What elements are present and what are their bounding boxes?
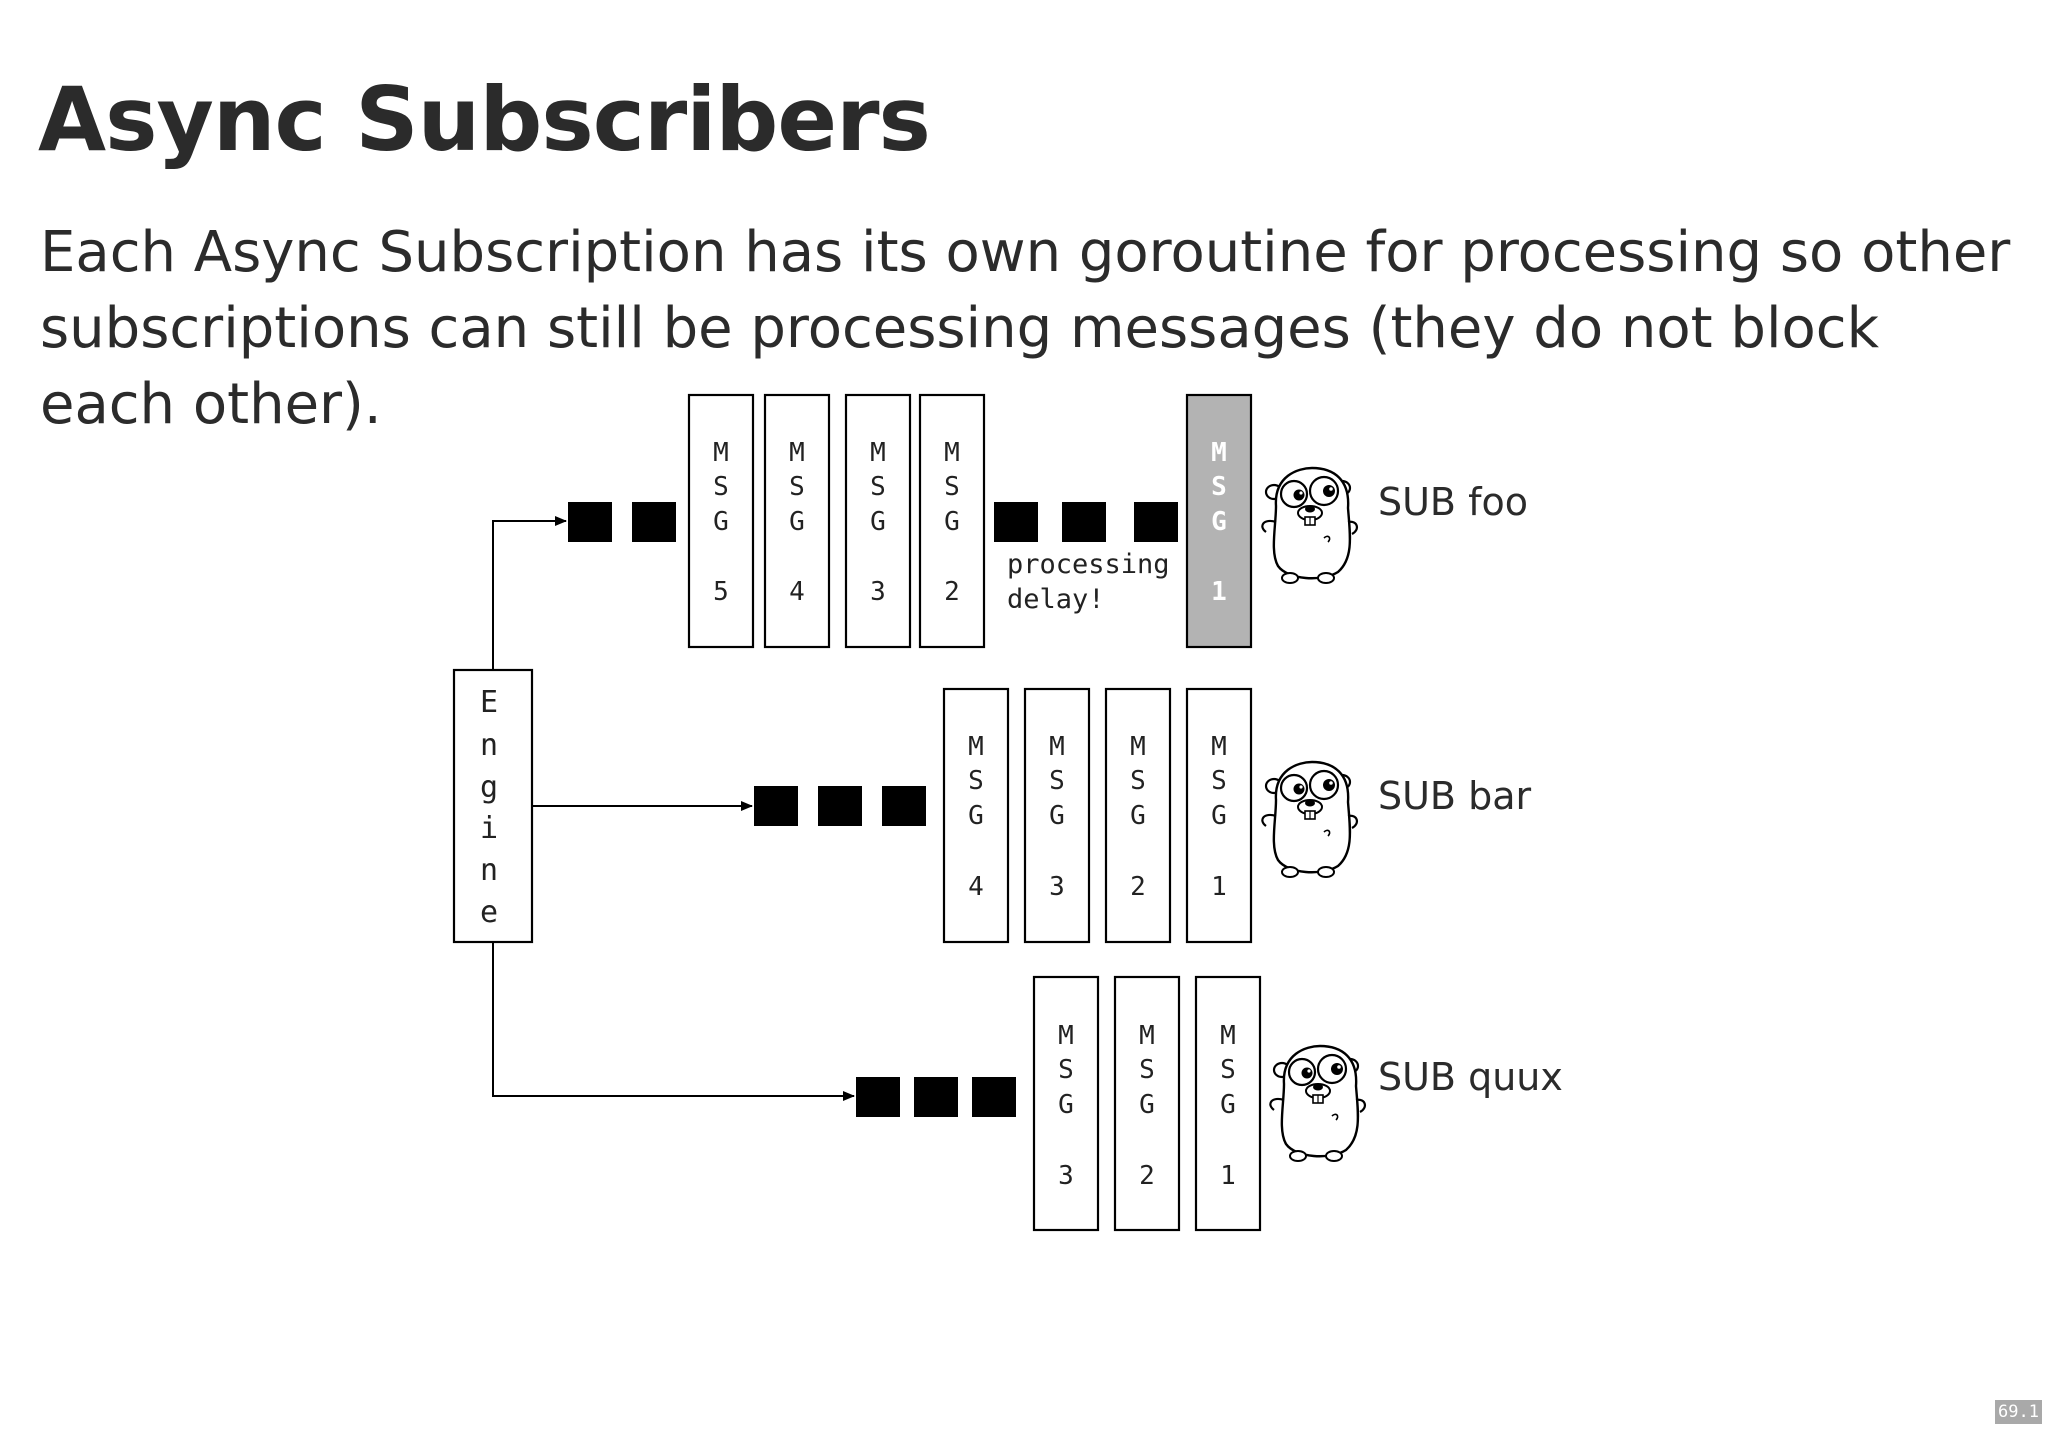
message-number: 4: [789, 577, 805, 607]
message-box: M S G 4: [763, 393, 831, 649]
engine-letter: e: [480, 895, 498, 930]
message-letter: S: [1211, 472, 1227, 502]
message-letter: S: [1139, 1055, 1155, 1085]
queue-block: [1134, 502, 1178, 542]
engine-letter: E: [480, 685, 498, 720]
message-number: 1: [1211, 872, 1227, 902]
queue-block: [914, 1077, 958, 1117]
slide-number: 69.1: [1995, 1400, 2042, 1424]
queue-block: [1062, 502, 1106, 542]
queue-block: [972, 1077, 1016, 1117]
subscription-label: SUB quux: [1378, 1055, 1563, 1099]
message-letter: G: [968, 801, 984, 831]
message-box: M S G 3: [1032, 975, 1100, 1232]
message-letter: S: [870, 472, 886, 502]
message-letter: S: [1049, 766, 1065, 796]
message-number: 4: [968, 872, 984, 902]
queue-block: [568, 502, 612, 542]
subscription-label: SUB bar: [1378, 774, 1531, 818]
message-box: M S G 5: [687, 393, 755, 649]
message-letter: S: [1220, 1055, 1236, 1085]
message-letter: M: [1211, 438, 1227, 468]
slide-title: Async Subscribers: [38, 68, 931, 171]
queue-block: [856, 1077, 900, 1117]
message-box: M S G 1: [1185, 687, 1253, 944]
message-box: M S G 3: [1023, 687, 1091, 944]
gopher-icon: [1261, 760, 1359, 879]
message-letter: M: [1058, 1021, 1074, 1051]
message-letter: M: [1049, 732, 1065, 762]
queue-block: [754, 786, 798, 826]
message-letter: M: [1211, 732, 1227, 762]
message-letter: M: [789, 438, 805, 468]
message-letter: S: [1211, 766, 1227, 796]
message-letter: M: [1139, 1021, 1155, 1051]
engine-letter: n: [480, 853, 498, 888]
message-letter: G: [1211, 801, 1227, 831]
message-letter: G: [944, 507, 960, 537]
queue-block: [632, 502, 676, 542]
message-letter: S: [1058, 1055, 1074, 1085]
message-number: 2: [1130, 872, 1146, 902]
message-box: M S G 1: [1194, 975, 1262, 1232]
message-number: 1: [1220, 1161, 1236, 1191]
subscription-bar: M S G 4 M S G 3 M S G 2: [754, 687, 1531, 944]
message-letter: M: [1220, 1021, 1236, 1051]
engine-letter: i: [480, 811, 498, 846]
message-letter: M: [870, 438, 886, 468]
message-letter: G: [1220, 1090, 1236, 1120]
message-number: 5: [713, 577, 729, 607]
message-letter: G: [1049, 801, 1065, 831]
queue-block: [818, 786, 862, 826]
message-letter: S: [968, 766, 984, 796]
message-box: M S G 2: [918, 393, 986, 649]
processing-delay-note: delay!: [1007, 584, 1105, 615]
message-letter: S: [944, 472, 960, 502]
message-letter: M: [713, 438, 729, 468]
message-box: M S G 2: [1113, 975, 1181, 1232]
message-letter: M: [944, 438, 960, 468]
message-letter: G: [1211, 507, 1227, 537]
message-number: 2: [944, 577, 960, 607]
queue-block: [994, 502, 1038, 542]
message-letter: G: [1058, 1090, 1074, 1120]
engine-letter: g: [480, 770, 498, 805]
queue-block: [882, 786, 926, 826]
message-letter: G: [789, 507, 805, 537]
message-box: M S G 4: [942, 687, 1010, 944]
message-number: 1: [1211, 577, 1227, 607]
gopher-icon: [1269, 1044, 1367, 1163]
message-letter: M: [968, 732, 984, 762]
message-box-processing: M S G 1: [1185, 393, 1253, 649]
arrow-to-foo: [492, 516, 567, 670]
message-letter: G: [1130, 801, 1146, 831]
message-letter: S: [789, 472, 805, 502]
message-letter: G: [870, 507, 886, 537]
message-number: 3: [1058, 1161, 1074, 1191]
engine-box: [452, 668, 534, 944]
subscription-quux: M S G 3 M S G 2 M S G 1: [856, 975, 1563, 1232]
processing-delay-note: processing: [1007, 549, 1170, 580]
message-number: 3: [1049, 872, 1065, 902]
subscription-foo: M S G 5 M S G 4 M S G 3: [568, 393, 1528, 649]
message-letter: S: [713, 472, 729, 502]
message-letter: M: [1130, 732, 1146, 762]
slide-body-text: Each Async Subscription has its own goro…: [40, 220, 2011, 437]
message-letter: S: [1130, 766, 1146, 796]
message-box: M S G 3: [844, 393, 912, 649]
engine-letter: n: [480, 728, 498, 763]
arrow-to-quux: [492, 942, 855, 1101]
message-letter: G: [1139, 1090, 1155, 1120]
gopher-icon: [1261, 466, 1359, 585]
message-number: 3: [870, 577, 886, 607]
message-letter: G: [713, 507, 729, 537]
message-number: 2: [1139, 1161, 1155, 1191]
message-box: M S G 2: [1104, 687, 1172, 944]
subscription-label: SUB foo: [1378, 480, 1528, 524]
